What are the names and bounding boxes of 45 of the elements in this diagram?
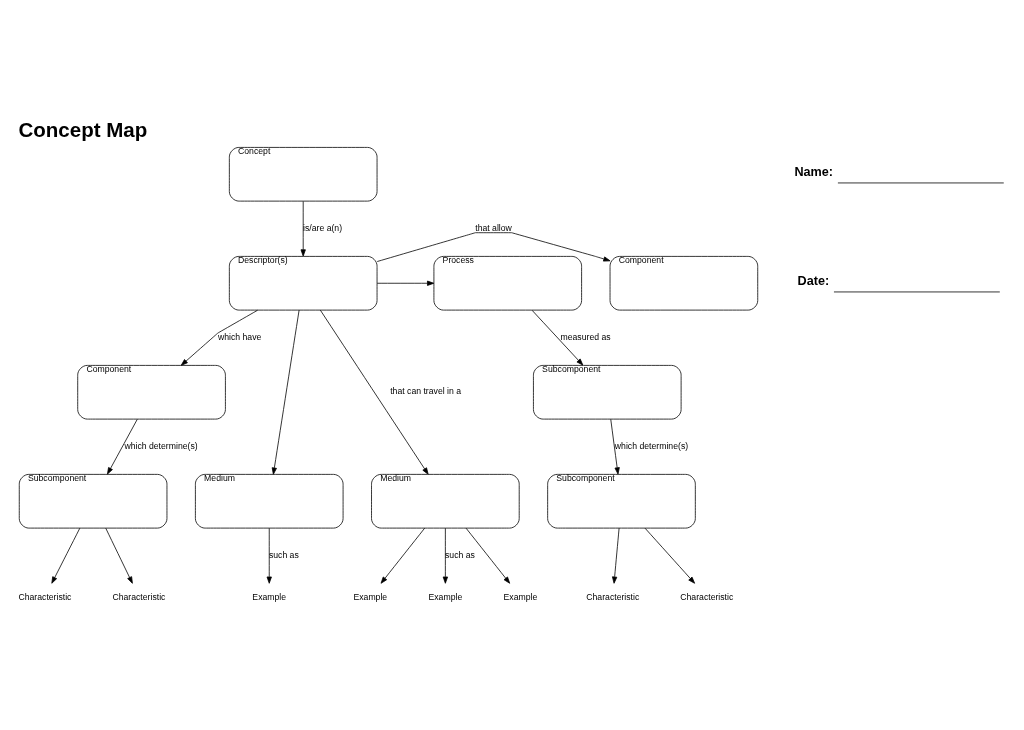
edge-label: which determine(s) bbox=[614, 440, 688, 451]
node-box: Subcomponent bbox=[546, 474, 696, 529]
edge-label: which determine(s) bbox=[123, 440, 198, 451]
node-text: Characteristic bbox=[679, 591, 733, 602]
arrow bbox=[376, 280, 434, 286]
edge-label: that can travel in a bbox=[389, 386, 461, 397]
edge-label: measured as bbox=[559, 331, 611, 342]
arrow bbox=[104, 527, 133, 584]
arrow bbox=[531, 309, 583, 366]
node-box: Component bbox=[76, 365, 226, 420]
edge-label: is/are a(n) bbox=[302, 222, 342, 233]
arrow bbox=[271, 309, 299, 475]
arrow bbox=[319, 309, 429, 475]
node-box: Component bbox=[609, 256, 758, 311]
node-box: Descriptor(s) bbox=[228, 256, 377, 311]
arrow bbox=[106, 418, 138, 475]
arrow bbox=[180, 309, 258, 366]
node-text: Example bbox=[251, 591, 286, 602]
node-box: Concept bbox=[228, 147, 377, 202]
node-text: Example bbox=[352, 591, 387, 602]
arrow bbox=[609, 418, 620, 475]
edge-label: which have bbox=[217, 331, 261, 342]
arrow bbox=[300, 200, 306, 257]
arrow bbox=[380, 527, 425, 584]
node-box: Medium bbox=[194, 474, 343, 529]
arrow bbox=[611, 527, 619, 584]
node-box: Subcomponent bbox=[532, 365, 681, 420]
diagram-title: Concept Map bbox=[17, 117, 147, 141]
label: Name: bbox=[793, 165, 833, 180]
arrow bbox=[442, 527, 448, 584]
node-box: Process bbox=[433, 256, 582, 311]
node-text: Characteristic bbox=[585, 591, 639, 602]
label: Date: bbox=[797, 274, 829, 289]
arrow bbox=[376, 232, 610, 262]
arrow bbox=[465, 527, 510, 584]
edge-label: that allow bbox=[474, 222, 512, 233]
node-box: Medium bbox=[370, 474, 520, 529]
arrow bbox=[266, 527, 272, 584]
node-text: Characteristic bbox=[111, 591, 165, 602]
node-text: Example bbox=[503, 591, 537, 602]
node-box: Subcomponent bbox=[18, 474, 167, 529]
arrow bbox=[50, 527, 80, 584]
node-text: Example bbox=[427, 591, 462, 602]
arrow bbox=[644, 527, 695, 584]
node-text: Characteristic bbox=[17, 591, 71, 602]
